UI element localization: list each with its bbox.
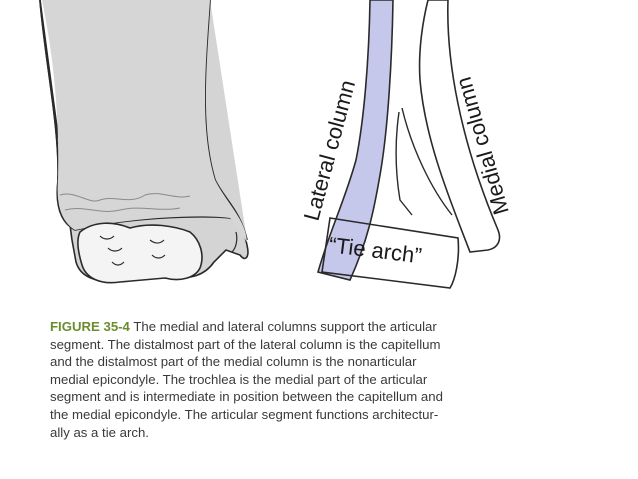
figure-number: FIGURE 35-4	[50, 319, 130, 334]
caption-line: ally as a tie arch.	[50, 424, 149, 440]
humerus-bone-drawing	[39, 0, 249, 284]
tie-arch-box	[321, 217, 460, 289]
caption-line: segment. The distalmost part of the late…	[50, 336, 441, 352]
column-schematic: Lateral column Medial column “Tie arch”	[299, 0, 514, 289]
caption-line: FIGURE 35-4 The medial and lateral colum…	[50, 319, 437, 334]
caption-line: medial epicondyle. The trochlea is the m…	[50, 371, 428, 387]
figure-caption: FIGURE 35-4 The medial and lateral colum…	[50, 318, 550, 441]
caption-line: and the distalmost part of the medial co…	[50, 354, 417, 370]
medial-column-shape	[418, 0, 501, 253]
caption-line: segment and is intermediate in position …	[50, 389, 443, 405]
caption-line: the medial epicondyle. The articular seg…	[50, 406, 439, 422]
figure-illustration: Lateral column Medial column “Tie arch”	[39, 0, 514, 289]
lateral-column-shape	[317, 0, 394, 281]
